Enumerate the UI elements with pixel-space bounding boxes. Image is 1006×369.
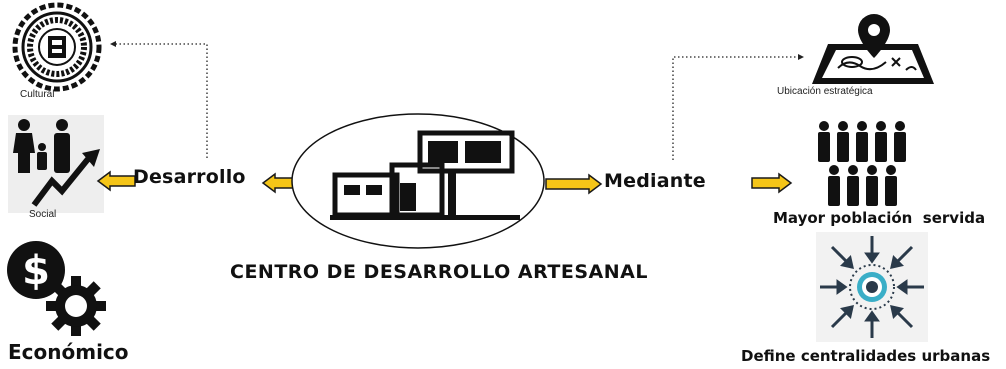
left-dotted-connector (110, 43, 208, 158)
ubicacion-label: Ubicación estratégica (777, 86, 873, 97)
mediante-label: Mediante (604, 170, 706, 192)
people-group-icon (816, 120, 912, 210)
arrow-to-people (751, 172, 793, 194)
desarrollo-label: Desarrollo (133, 166, 246, 188)
arrow-to-social (96, 170, 136, 192)
svg-text:$: $ (22, 248, 50, 294)
poblacion-label: Mayor población servida (773, 209, 986, 227)
center-title: CENTRO DE DESARROLLO ARTESANAL (230, 261, 648, 283)
family-growth-icon (8, 115, 104, 213)
right-dotted-connector (672, 56, 800, 160)
centralidades-label: Define centralidades urbanas (741, 347, 991, 365)
arrow-right-from-center (545, 173, 603, 195)
building-icon (330, 127, 520, 227)
social-label: Social (29, 209, 57, 220)
economico-label: Económico (8, 340, 129, 364)
map-pin-icon (808, 12, 940, 88)
aztec-calendar-icon (12, 2, 102, 92)
dollar-gear-icon: $ (6, 236, 110, 336)
cultural-label: Cultural (20, 89, 55, 100)
target-center-icon (816, 232, 928, 342)
